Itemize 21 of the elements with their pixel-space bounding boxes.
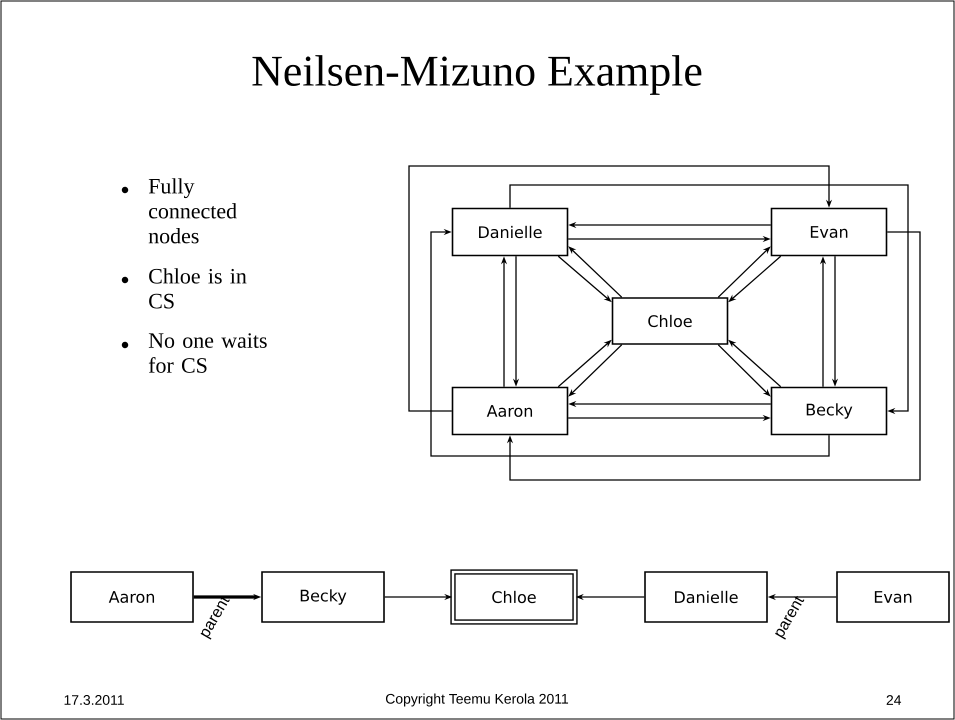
bullet-text: Chloe is in CS — [149, 268, 246, 309]
arrow — [506, 231, 921, 481]
name-box: Becky — [770, 386, 888, 436]
name-box: Danielle — [452, 208, 568, 256]
arrow — [509, 184, 909, 414]
title: Neilsen-Mizuno Example — [252, 55, 702, 95]
footer-text: Copyright Teemu Kerola 2011 — [386, 694, 568, 706]
footer-text: 24 — [886, 695, 902, 705]
name-box: Danielle — [644, 571, 768, 623]
arrow — [430, 228, 830, 457]
name-box: Becky — [261, 571, 385, 623]
arrow — [408, 165, 832, 412]
footer-text: 17.3.2011 — [64, 695, 124, 705]
bullet-text: No one waits for CS — [148, 333, 267, 373]
name-box: Evan — [836, 571, 950, 623]
name-box: Aaron — [70, 571, 194, 623]
name-box: Evan — [770, 208, 888, 256]
bullet-text: Fully connected nodes — [148, 178, 237, 244]
name-box: Chloe — [450, 569, 578, 625]
name-box: Aaron — [452, 386, 568, 436]
name-box: Chloe — [612, 297, 728, 345]
